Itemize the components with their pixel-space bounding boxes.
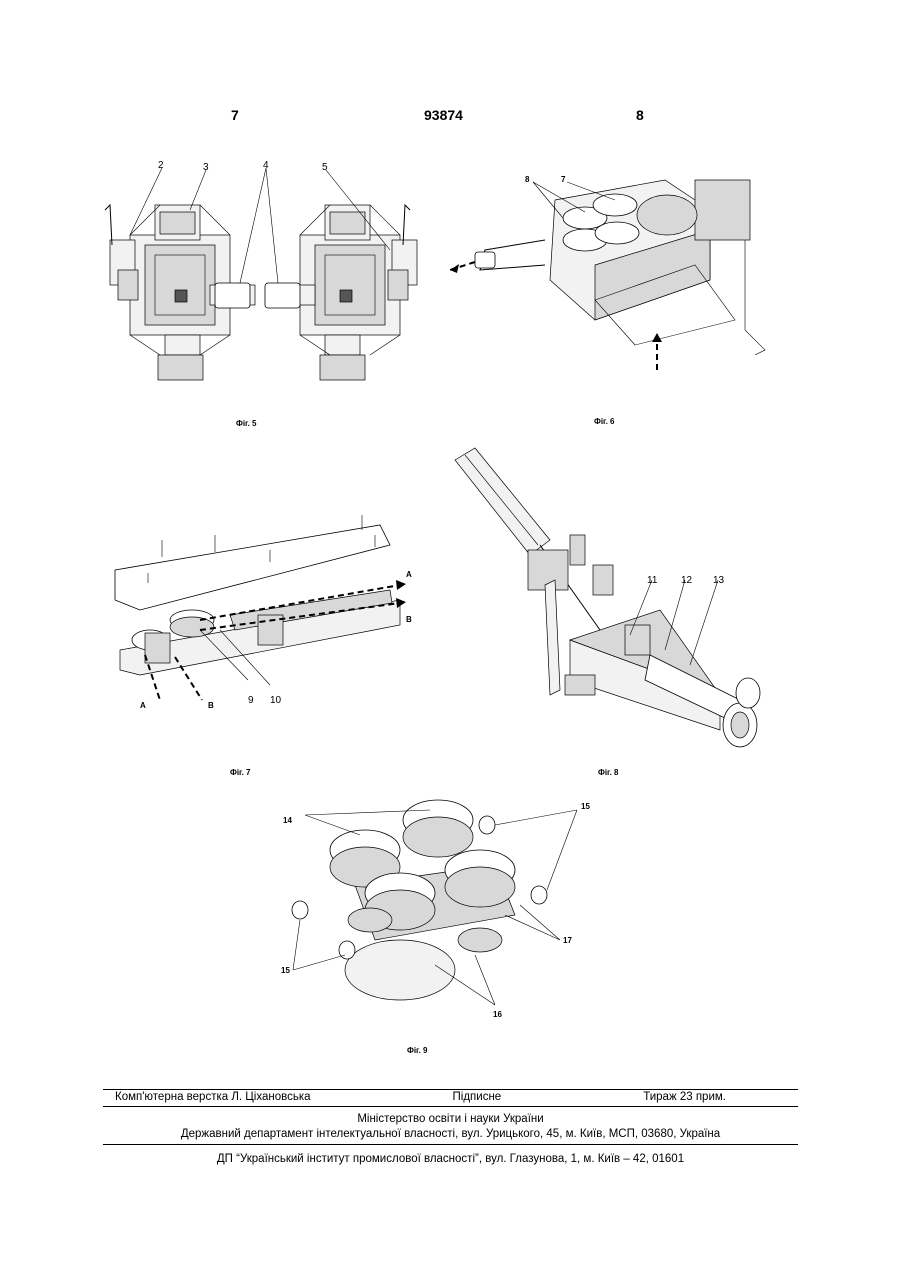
fig8-label-13: 13 (713, 575, 725, 586)
figure-8-drawing: 11 12 13 (450, 440, 770, 745)
fig7-label-B-bottom: B (208, 701, 214, 710)
fig5-label-5: 5 (322, 162, 328, 173)
figure-8-caption: Фіг. 8 (598, 768, 618, 777)
footer-info-row: Комп'ютерна верстка Л. Ціхановська Підпи… (103, 1091, 798, 1103)
footer-bottom-rule (103, 1144, 798, 1145)
fig8-label-11: 11 (647, 575, 658, 586)
figure-7-drawing: A B A B 9 10 (100, 505, 430, 720)
fig5-left-unit (105, 205, 255, 380)
figure-9-drawing: 14 15 15 17 16 (275, 795, 605, 1025)
fig5-label-3: 3 (203, 162, 209, 173)
fig7-label-A-right: A (406, 570, 412, 579)
fig9-label-17: 17 (563, 936, 572, 945)
fig9-label-14: 14 (283, 816, 292, 825)
page-number-left: 7 (231, 107, 239, 123)
figure-5-caption: Фіг. 5 (236, 419, 256, 428)
fig5-right-unit (265, 205, 417, 380)
fig7-label-B-right: B (406, 615, 412, 624)
figure-5-drawing: 2 3 4 5 (100, 150, 430, 390)
fig8-label-12: 12 (681, 575, 693, 586)
footer-department: Державний департамент інтелектуальної вл… (103, 1128, 798, 1140)
fig7-label-10: 10 (270, 695, 282, 706)
footer-typesetter: Комп'ютерна верстка Л. Ціхановська (115, 1091, 311, 1103)
footer-signed: Підписне (453, 1091, 502, 1103)
figure-9-caption: Фіг. 9 (407, 1046, 427, 1055)
fig6-label-8: 8 (525, 175, 530, 184)
fig5-label-2: 2 (158, 160, 164, 171)
fig7-label-A-bottom: A (140, 701, 146, 710)
figure-6-drawing: 8 7 (445, 170, 780, 380)
footer-circulation: Тираж 23 прим. (643, 1091, 726, 1103)
patent-number: 93874 (424, 107, 463, 123)
figure-7-caption: Фіг. 7 (230, 768, 250, 777)
fig9-label-16: 16 (493, 1010, 502, 1019)
footer-ministry: Міністерство освіти і науки України (103, 1113, 798, 1125)
footer-top-rule (103, 1089, 798, 1090)
figure-6-caption: Фіг. 6 (594, 417, 614, 426)
fig5-label-4: 4 (263, 160, 269, 171)
page-number-right: 8 (636, 107, 644, 123)
fig6-label-7: 7 (561, 175, 566, 184)
fig7-label-9: 9 (248, 695, 254, 706)
footer-institute: ДП “Український інститут промислової вла… (103, 1153, 798, 1165)
fig9-label-15-top: 15 (581, 802, 590, 811)
fig9-label-15-bottom: 15 (281, 966, 290, 975)
footer-mid-rule (103, 1106, 798, 1107)
